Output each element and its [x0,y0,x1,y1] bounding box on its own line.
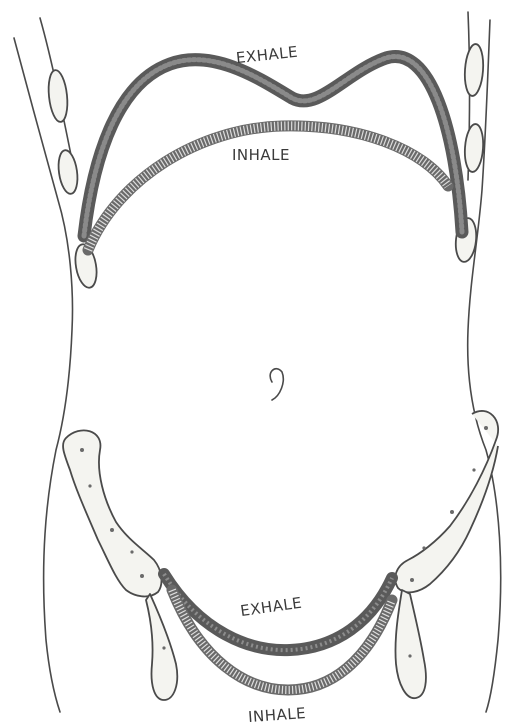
pelvic-floor-inhale-label: INHALE [248,704,307,724]
right-torso-edge [468,20,501,712]
bone-texture-specks [80,426,488,658]
pelvic-floor: EXHALE INHALE [164,574,392,724]
diaphragm-inhale-curve [88,126,448,250]
diaphragm: EXHALE INHALE [84,43,462,250]
left-rib-upper [46,69,69,123]
left-ischium-bone [146,594,177,700]
diaphragm-exhale-label: EXHALE [235,43,299,67]
left-torso-edge [14,38,72,712]
left-iliac-bone [63,430,161,596]
right-rib-middle [463,123,484,172]
navel [270,369,283,400]
right-ischium-bone [395,590,425,698]
right-iliac-bone [395,411,498,592]
pelvic-floor-exhale-label: EXHALE [239,594,303,620]
diaphragm-inhale-label: INHALE [232,146,290,164]
right-rib-upper [463,43,485,96]
left-rib-middle [56,149,80,195]
pelvis [63,411,498,700]
